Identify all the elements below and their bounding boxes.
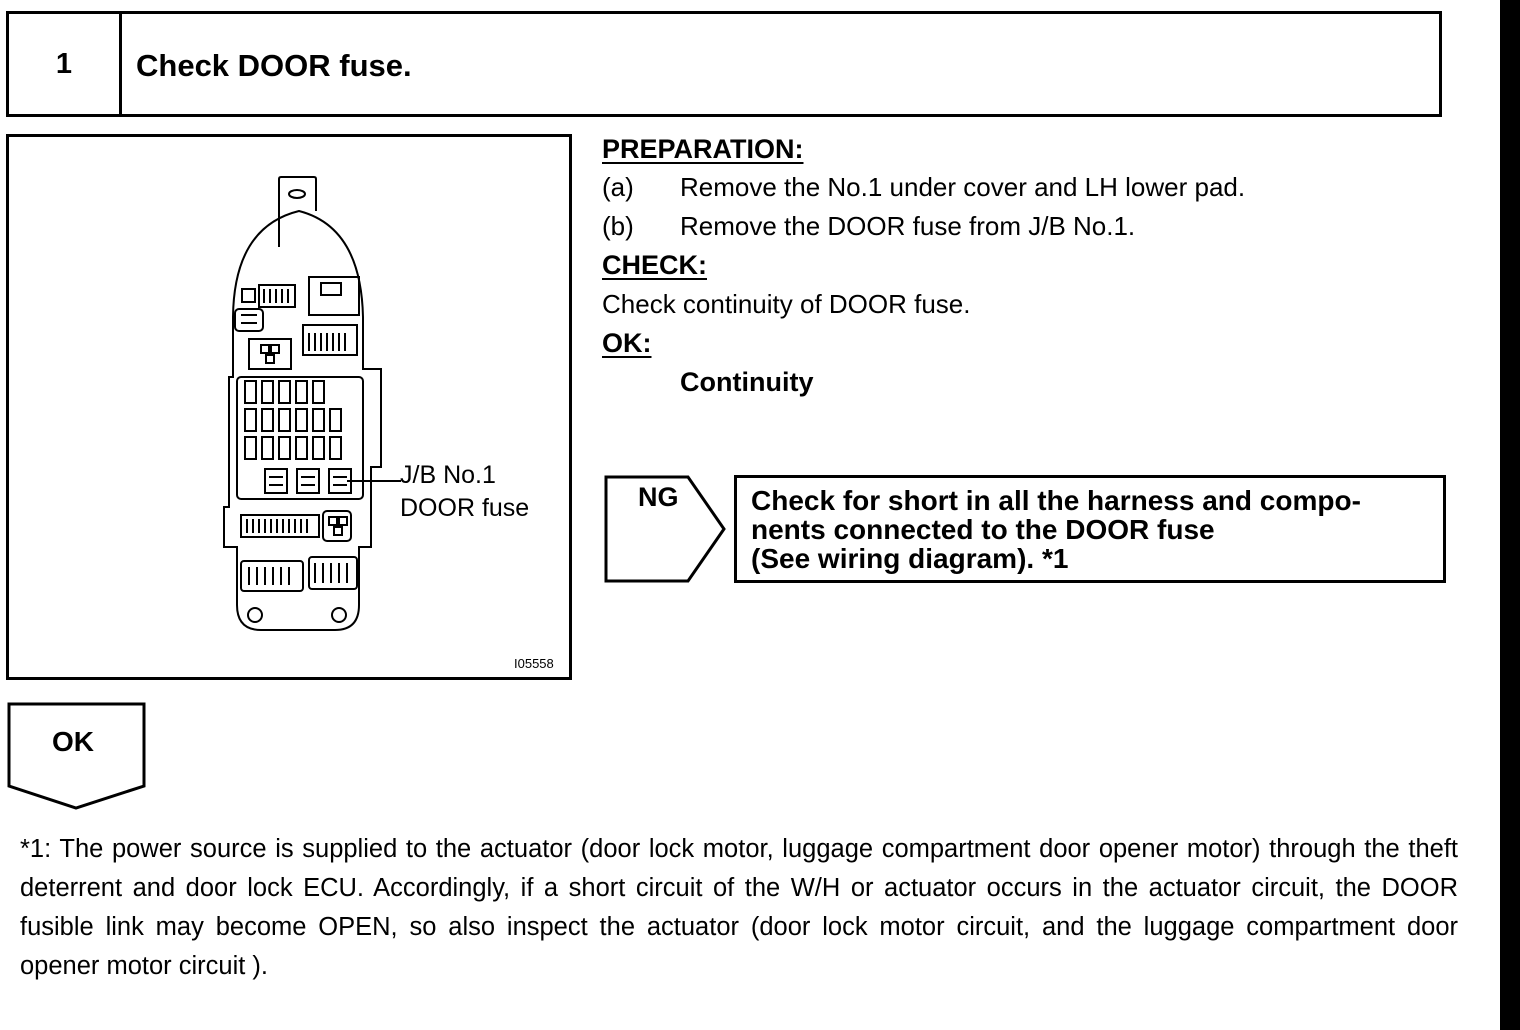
preparation-item-b-letter: (b) [602,211,634,241]
step-number: 1 [9,14,122,114]
figure-id: I05558 [514,656,554,671]
ok-spec-value: Continuity [680,367,814,397]
preparation-item-a-letter: (a) [602,172,634,202]
check-text: Check continuity of DOOR fuse. [602,289,971,319]
check-heading: CHECK: [602,250,707,280]
page-edge-bar [1500,0,1520,1030]
preparation-item-b-text: Remove the DOOR fuse from J/B No.1. [680,211,1136,241]
step-header: 1 Check DOOR fuse. [6,11,1442,117]
ok-arrow-shape [7,702,146,810]
ng-label: NG [638,482,679,512]
ng-result-line: (See wiring diagram). *1 [751,543,1069,574]
ng-result-line: nents connected to the DOOR fuse [751,514,1215,545]
preparation-item-a-text: Remove the No.1 under cover and LH lower… [680,172,1246,202]
junction-block-diagram [6,134,572,680]
diagram-label-jb: J/B No.1 [400,461,496,489]
ng-result-line: Check for short in all the harness and c… [751,485,1361,516]
ng-result-box: Check for short in all the harness and c… [734,475,1446,583]
diagram-label-door-fuse: DOOR fuse [400,494,530,522]
preparation-heading: PREPARATION: [602,134,804,164]
junction-block-illustration [223,176,401,631]
ok-label: OK [52,726,94,757]
ng-result-text: Check for short in all the harness and c… [751,486,1441,573]
ng-arrow-shape [604,475,726,583]
footnote: *1: The power source is supplied to the … [20,835,1458,980]
ok-spec-heading: OK: [602,328,652,358]
step-title: Check DOOR fuse. [136,48,412,83]
